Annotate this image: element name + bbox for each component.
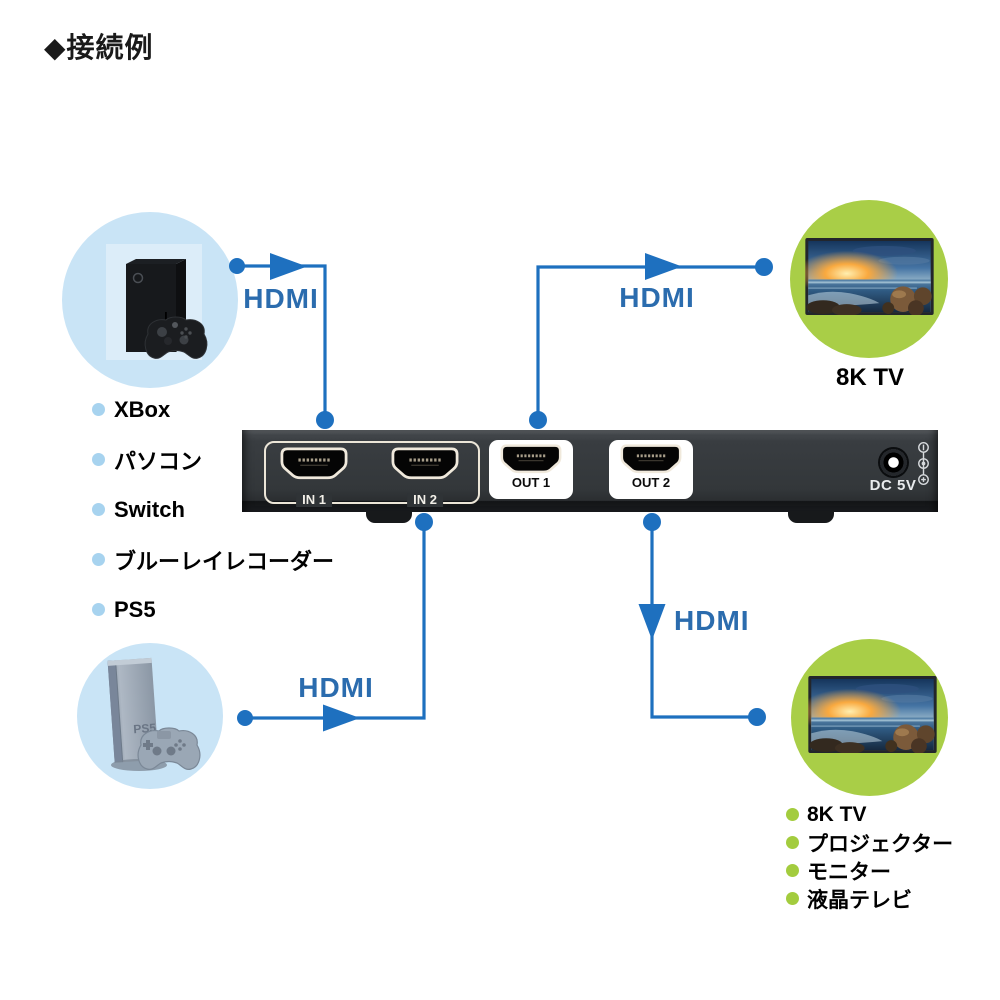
ps5-console-icon: PS5 [107,657,201,771]
page-title: ◆接続例 [44,26,154,66]
list-item: 8K TV [786,802,953,826]
bullet-icon [92,603,105,616]
display-item-label: 8K TV [807,802,867,826]
cable-endpoint-dot [237,710,253,726]
hdmi-port-out2-icon [620,444,682,474]
cable-endpoint-dot [529,411,547,429]
port-label-in2: IN 2 [407,493,443,507]
hdmi-cable-out2-to-tv [650,522,757,719]
hdmi-label-out1: HDMI [619,282,695,313]
source-item-label: PS5 [114,596,156,622]
out-port-2: OUT 2 [609,440,693,499]
list-item: モニター [786,860,953,884]
list-item: パソコン [92,448,334,474]
device-foot [788,511,834,523]
display-circle-bottom [791,639,948,796]
arrow-right-icon [270,253,307,280]
source-item-label: XBox [114,396,171,422]
cable-endpoint-dot [415,513,433,531]
arrow-right-icon [645,253,682,280]
dc-power-jack-icon [878,447,909,478]
cable-endpoint-dot [755,258,773,276]
list-item: プロジェクター [786,832,953,856]
xbox-console-icon [106,244,208,360]
page-title-text: 接続例 [66,32,154,63]
display-item-label: モニター [807,860,891,884]
cable-endpoint-dot [316,411,334,429]
display-circle-top [790,200,948,358]
source-item-label: パソコン [114,448,203,474]
display-item-label: プロジェクター [807,832,954,856]
cable-endpoint-dot [748,708,766,726]
in-ports-group [264,441,480,504]
hdmi-label-in2: HDMI [298,672,374,703]
bullet-icon [786,836,799,849]
source-circle-top [62,212,238,388]
diamond-icon: ◆ [44,32,67,63]
port-label-in1: IN 1 [296,493,332,507]
source-item-label: Switch [114,496,185,522]
bullet-icon [786,892,799,905]
source-device-list: XBox パソコン Switch ブルーレイレコーダー PS5 [92,396,334,622]
polarity-icon [918,442,929,485]
hdmi-label-in1: HDMI [243,283,319,314]
bullet-icon [786,864,799,877]
power-label: DC 5V [869,477,917,494]
bullet-icon [92,453,105,466]
list-item: PS5 [92,596,334,622]
list-item: ブルーレイレコーダー [92,548,334,574]
out-port-1: OUT 1 [489,440,573,499]
device-foot [366,511,412,523]
list-item: XBox [92,396,334,422]
display-device-list: 8K TV プロジェクター モニター 液晶テレビ [786,802,953,912]
list-item: Switch [92,496,334,522]
bullet-icon [92,403,105,416]
display-top-label: 8K TV [835,364,904,391]
cable-endpoint-dot [643,513,661,531]
hdmi-port-out1-icon [500,444,562,474]
hdmi-cable-ps5-to-in2 [245,522,426,720]
hdmi-switch-rear-panel: IN 1 IN 2 OUT 1 OUT 2 DC 5V [242,430,938,523]
hdmi-cable-out1-to-tv [536,265,764,421]
hdmi-cable-xbox-to-in1 [237,264,327,421]
cable-endpoint-dot [229,258,245,274]
display-item-label: 液晶テレビ [807,888,912,912]
source-item-label: ブルーレイレコーダー [114,548,335,574]
hdmi-label-out2: HDMI [674,605,750,636]
port-label-out1: OUT 1 [511,475,551,490]
bullet-icon [92,553,105,566]
arrow-down-icon [638,604,666,640]
source-circle-bottom: PS5 [77,643,223,789]
bullet-icon [92,503,105,516]
arrow-right-icon [323,704,360,732]
list-item: 液晶テレビ [786,888,953,912]
bullet-icon [786,808,799,821]
port-label-out2: OUT 2 [631,475,671,490]
hdmi-port-in2-icon [391,447,459,480]
